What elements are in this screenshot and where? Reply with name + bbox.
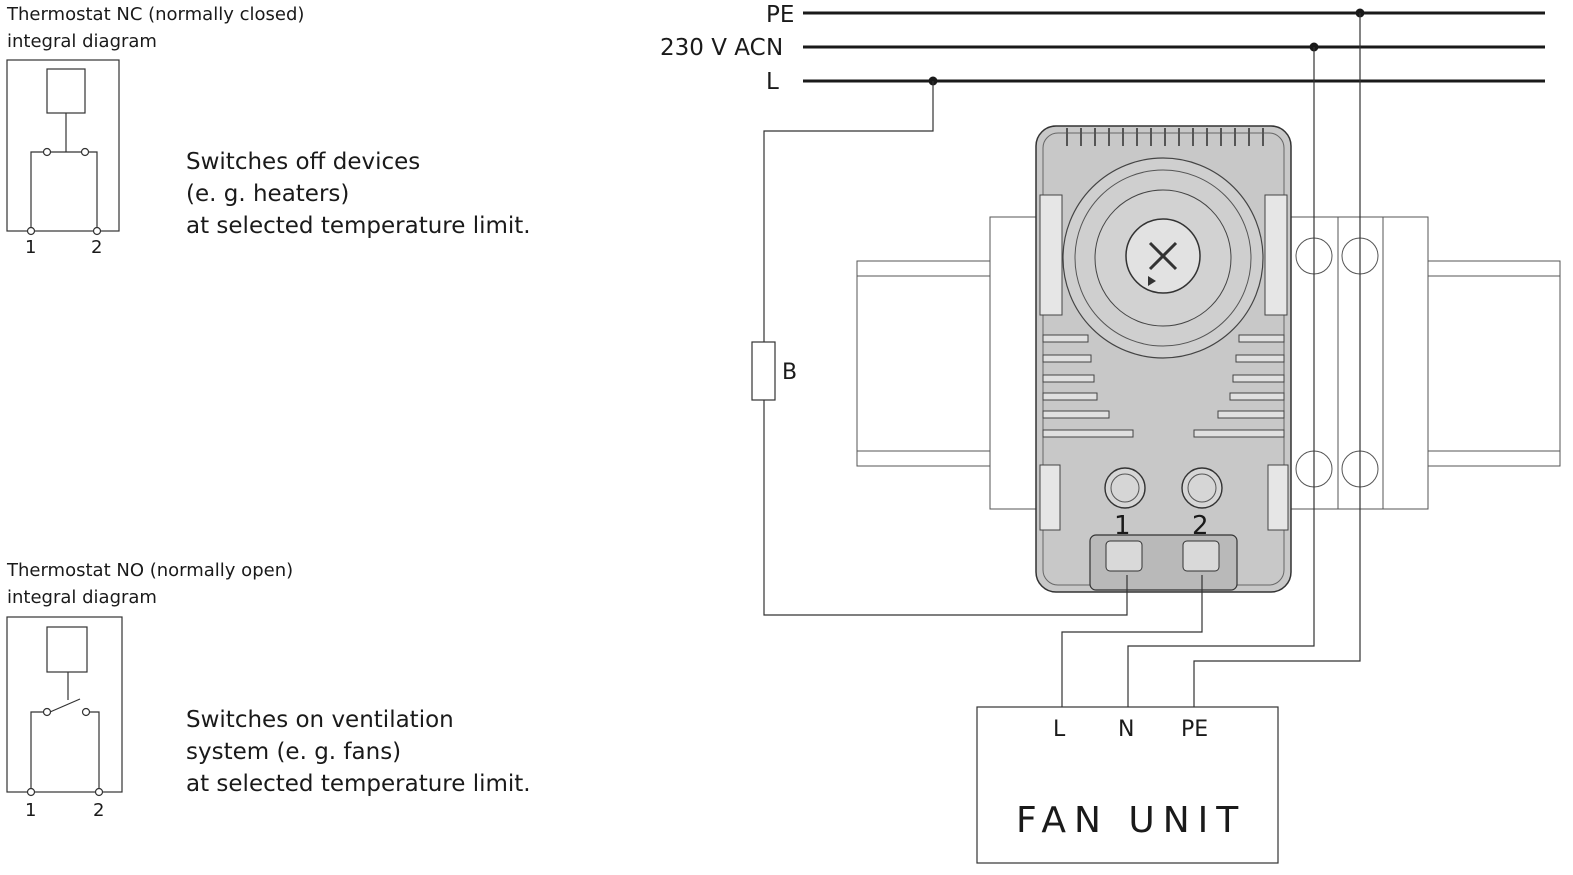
wiring: [751, 13, 1361, 707]
wire-terminal-2-to-fan-l: [1061, 575, 1203, 707]
nc-frame: [6, 59, 120, 232]
fan-unit-pe-label: PE: [1181, 717, 1208, 742]
nc-desc-line2: (e. g. heaters): [186, 181, 350, 207]
supply-n-label: N: [766, 35, 783, 61]
no-schematic: [6, 616, 123, 797]
supply-lines: [803, 11, 1545, 83]
no-sensor-box: [46, 626, 88, 673]
no-terminal-2: 2: [93, 800, 104, 821]
no-desc-line2: system (e. g. fans): [186, 739, 402, 765]
wire-fuse-to-terminal-1: [763, 400, 1128, 616]
vent-slots: [1042, 334, 1285, 438]
no-frame: [6, 616, 123, 793]
nc-sensor-box: [46, 68, 86, 114]
fan-unit-title: FAN UNIT: [1016, 800, 1246, 841]
no-terminal-1: 1: [25, 800, 36, 821]
nc-title-line1: Thermostat NC (normally closed): [7, 4, 305, 25]
fan-unit-box: [976, 706, 1279, 864]
fan-unit-l-label: L: [1053, 717, 1066, 742]
thermostat-device: [1035, 125, 1292, 593]
wire-pe-to-fan-pe: [1193, 13, 1361, 707]
nc-desc-line3: at selected temperature limit.: [186, 213, 531, 239]
nc-terminal-1: 1: [25, 237, 36, 258]
wire-l-to-fuse: [763, 81, 934, 342]
nc-title-line2: integral diagram: [7, 31, 157, 52]
fuse-b: [751, 341, 776, 401]
supply-l-label: L: [766, 69, 779, 95]
fuse-label: B: [782, 360, 797, 385]
screw-cross-icon: [1148, 241, 1178, 271]
nc-desc-line1: Switches off devices: [186, 149, 421, 175]
supply-voltage-label: 230 V AC: [660, 35, 766, 61]
device-terminal-2: 2: [1192, 511, 1209, 541]
nc-schematic: [6, 59, 120, 236]
supply-pe-label: PE: [766, 2, 794, 28]
no-desc-line3: at selected temperature limit.: [186, 771, 531, 797]
no-desc-line1: Switches on ventilation: [186, 707, 454, 733]
top-ribs: [1066, 128, 1264, 146]
no-title-line2: integral diagram: [7, 587, 157, 608]
nc-terminal-2: 2: [91, 237, 102, 258]
fan-unit-n-label: N: [1118, 717, 1134, 742]
wire-n-to-fan-n: [1127, 47, 1315, 707]
no-title-line1: Thermostat NO (normally open): [7, 560, 294, 581]
terminal-block: [1287, 216, 1429, 510]
device-terminal-1: 1: [1114, 511, 1131, 541]
